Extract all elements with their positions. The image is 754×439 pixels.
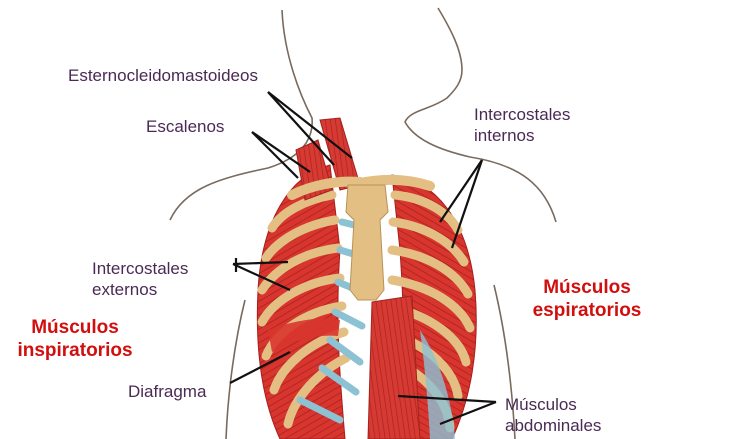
label-musculos-abdominales: Músculos abdominales bbox=[505, 394, 601, 436]
diaphragm bbox=[268, 318, 340, 352]
label-musculos-abdominales-line1: Músculos bbox=[505, 395, 577, 414]
group-inspiratorios-line2: inspiratorios bbox=[17, 340, 133, 361]
label-diafragma: Diafragma bbox=[128, 382, 207, 401]
label-intercostales-externos-line2: externos bbox=[92, 280, 158, 299]
group-inspiratorios-line1: Músculos bbox=[31, 317, 119, 338]
group-inspiratorios: Músculos inspiratorios bbox=[5, 316, 145, 362]
leader-lines bbox=[229, 91, 497, 426]
label-intercostales-externos: Intercostales externos bbox=[92, 258, 188, 300]
group-espiratorios: Músculos espiratorios bbox=[512, 276, 662, 322]
label-intercostales-internos-line1: Intercostales bbox=[474, 105, 571, 124]
label-intercostales-externos-line1: Intercostales bbox=[92, 259, 189, 278]
label-intercostales-internos: Intercostales internos bbox=[474, 104, 570, 146]
group-espiratorios-line1: Músculos bbox=[543, 277, 631, 298]
sternum-clavicles bbox=[287, 174, 435, 301]
label-esternocleidomastoideos: Esternocleidomastoideos bbox=[68, 66, 258, 85]
abdominal-muscles bbox=[367, 295, 455, 439]
label-intercostales-internos-line2: internos bbox=[474, 126, 535, 145]
group-espiratorios-line2: espiratorios bbox=[532, 300, 642, 321]
label-escalenos: Escalenos bbox=[146, 117, 225, 136]
label-musculos-abdominales-line2: abdominales bbox=[505, 416, 602, 435]
